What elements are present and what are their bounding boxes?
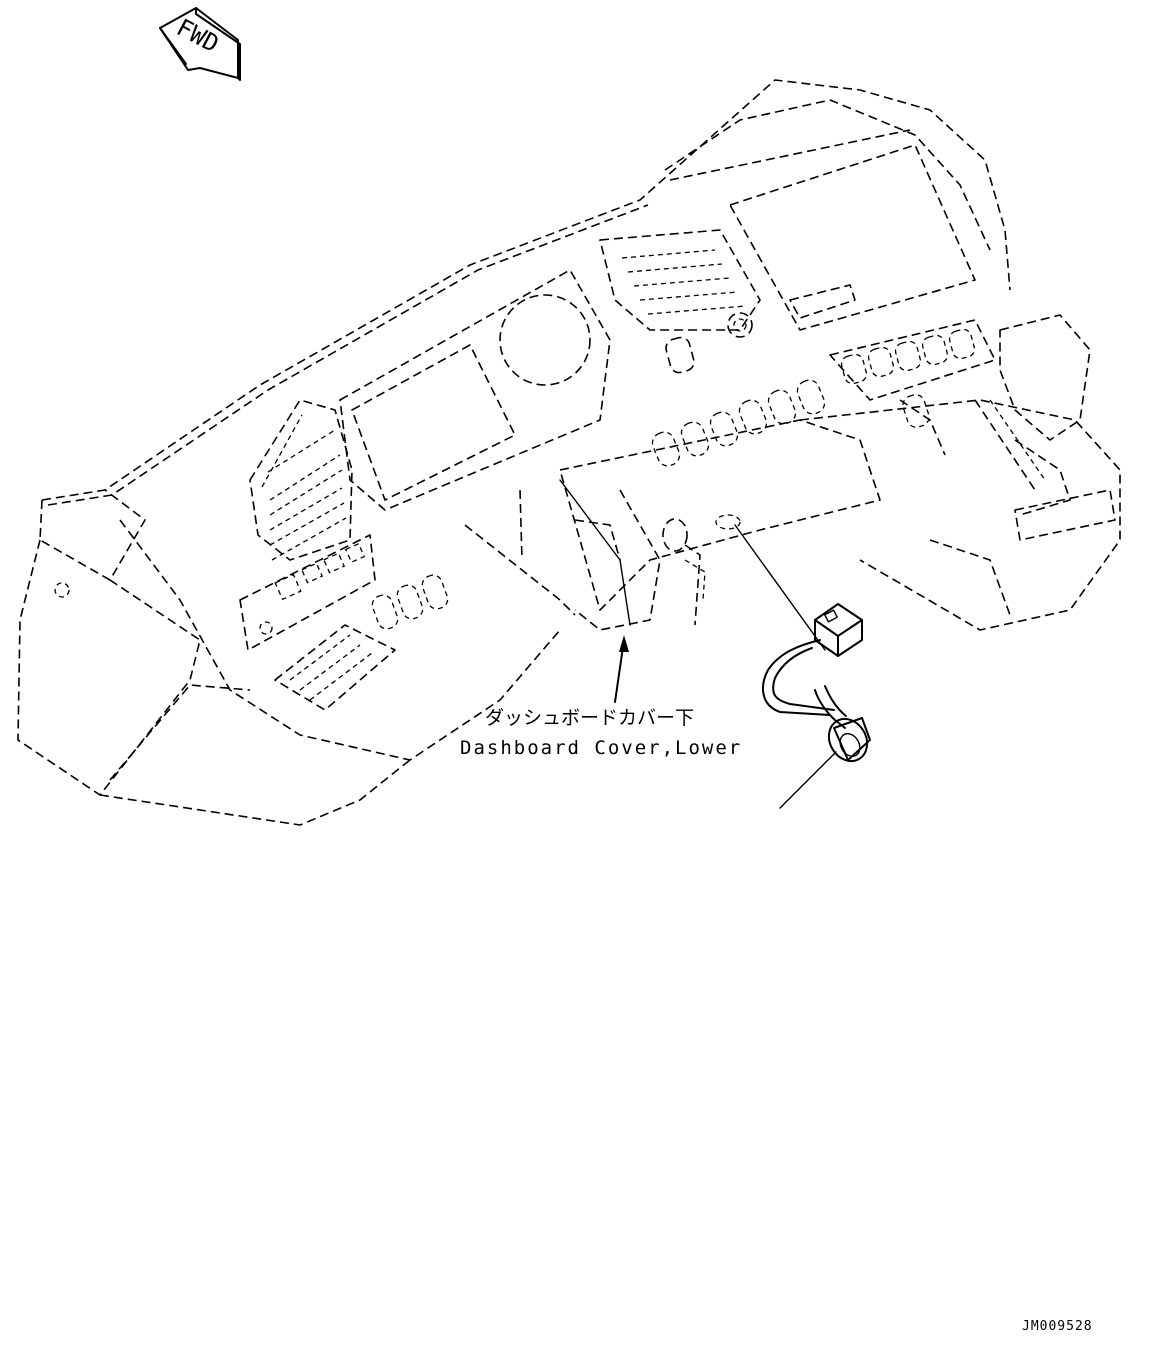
dashboard-cover-jp-label: ダッシュボードカバー下 [485,707,694,729]
socket-leader-line [779,751,837,809]
dashboard-assembly [17,79,1121,826]
figure-id-label: JM009528 [1022,1319,1093,1334]
fwd-direction-badge: FWD [159,7,241,81]
accessory-socket-part [762,603,871,809]
dashboard-cover-callout: ダッシュボードカバー下 Dashboard Cover,Lower [460,635,742,759]
dashboard-cover-en-label: Dashboard Cover,Lower [460,737,742,759]
harness-leader-line [734,524,826,651]
fwd-label: FWD [172,13,223,58]
